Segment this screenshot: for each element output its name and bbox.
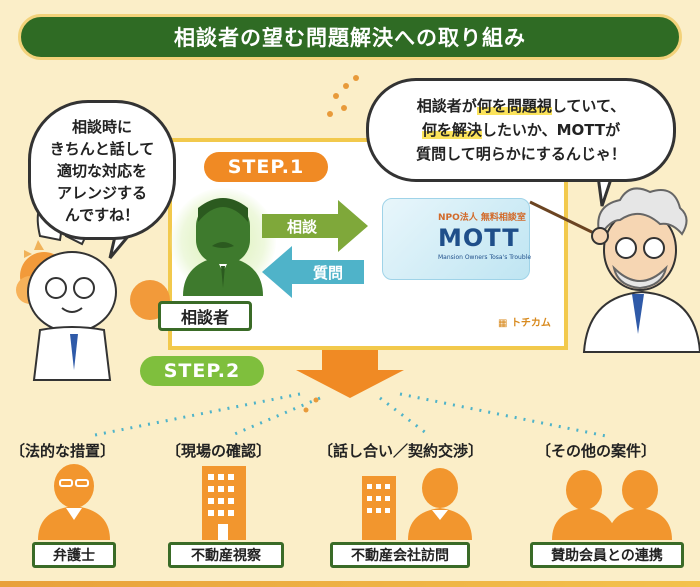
consult-arrow-label: 相談 [286,217,317,236]
service-lawyer: 弁護士 [32,542,116,568]
rabbit-line-2: きちんと話して [49,140,155,158]
question-arrow-label: 質問 [312,263,343,282]
professor-line-1: 相談者が何を問題視していて、 [416,97,626,115]
rabbit-line-3: 適切な対応を [56,162,147,180]
pointer-stick-icon [529,200,601,238]
rabbit-speech-text: 相談時に きちんと話して 適切な対応を アレンジする んですね！ [30,116,174,226]
step2-badge: STEP.2 [140,356,264,386]
arrow-consult-icon [262,200,368,252]
consultant-person-icon [183,198,263,296]
category-negotiation: 〔話し合い／契約交渉〕 [318,442,484,460]
mott-name: MOTT [438,224,520,252]
header-banner: 相談者の望む問題解決への取り組み [18,14,682,60]
category-other: 〔その他の案件〕 [536,442,657,460]
rabbit-line-5: んですね！ [64,206,140,224]
connector-lines [89,392,607,438]
page-title: 相談者の望む問題解決への取り組み [174,26,526,50]
negotiation-icon [362,468,472,540]
mott-logo-card [382,198,530,280]
category-legal: 〔法的な措置〕 [10,442,116,460]
professor-line-3: 質問して明らかにするんじゃ！ [416,145,626,163]
arrow-question-icon [262,246,364,298]
rabbit-line-1: 相談時に [71,118,132,136]
professor-speech-text: 相談者が何を問題視していて、 何を解決したいか、MOTTが 質問して明らかにする… [370,94,672,166]
professor-speech-bubble [366,78,676,182]
site-logo-text: トチカム [510,318,551,329]
rabbit-line-4: アレンジする [56,184,147,202]
service-company-visit: 不動産会社訪問 [330,542,470,568]
lawyer-icon [38,464,110,540]
down-arrow-icon [296,350,404,398]
mott-org-line: NPO法人 無料相談室 [438,213,526,223]
site-logo: ▦ トチカム [498,318,551,329]
sparkle-marks-icon [24,240,44,258]
professor-character-icon [582,187,700,353]
building-icon [202,466,246,540]
bottom-strip [0,581,700,587]
mott-tagline: Mansion Owners Tosa's Trouble [438,254,532,261]
rabbit-speech-bubble [28,100,176,240]
step1-badge: STEP.1 [204,152,328,182]
sparkle-dots-icon [303,75,359,413]
members-icon [552,470,672,540]
consultant-label: 相談者 [158,301,252,331]
category-site: 〔現場の確認〕 [166,442,272,460]
service-site-visit: 不動産視察 [168,542,284,568]
service-member-coop: 賛助会員との連携 [530,542,684,568]
professor-line-2: 何を解決したいか、MOTTが [421,121,621,139]
